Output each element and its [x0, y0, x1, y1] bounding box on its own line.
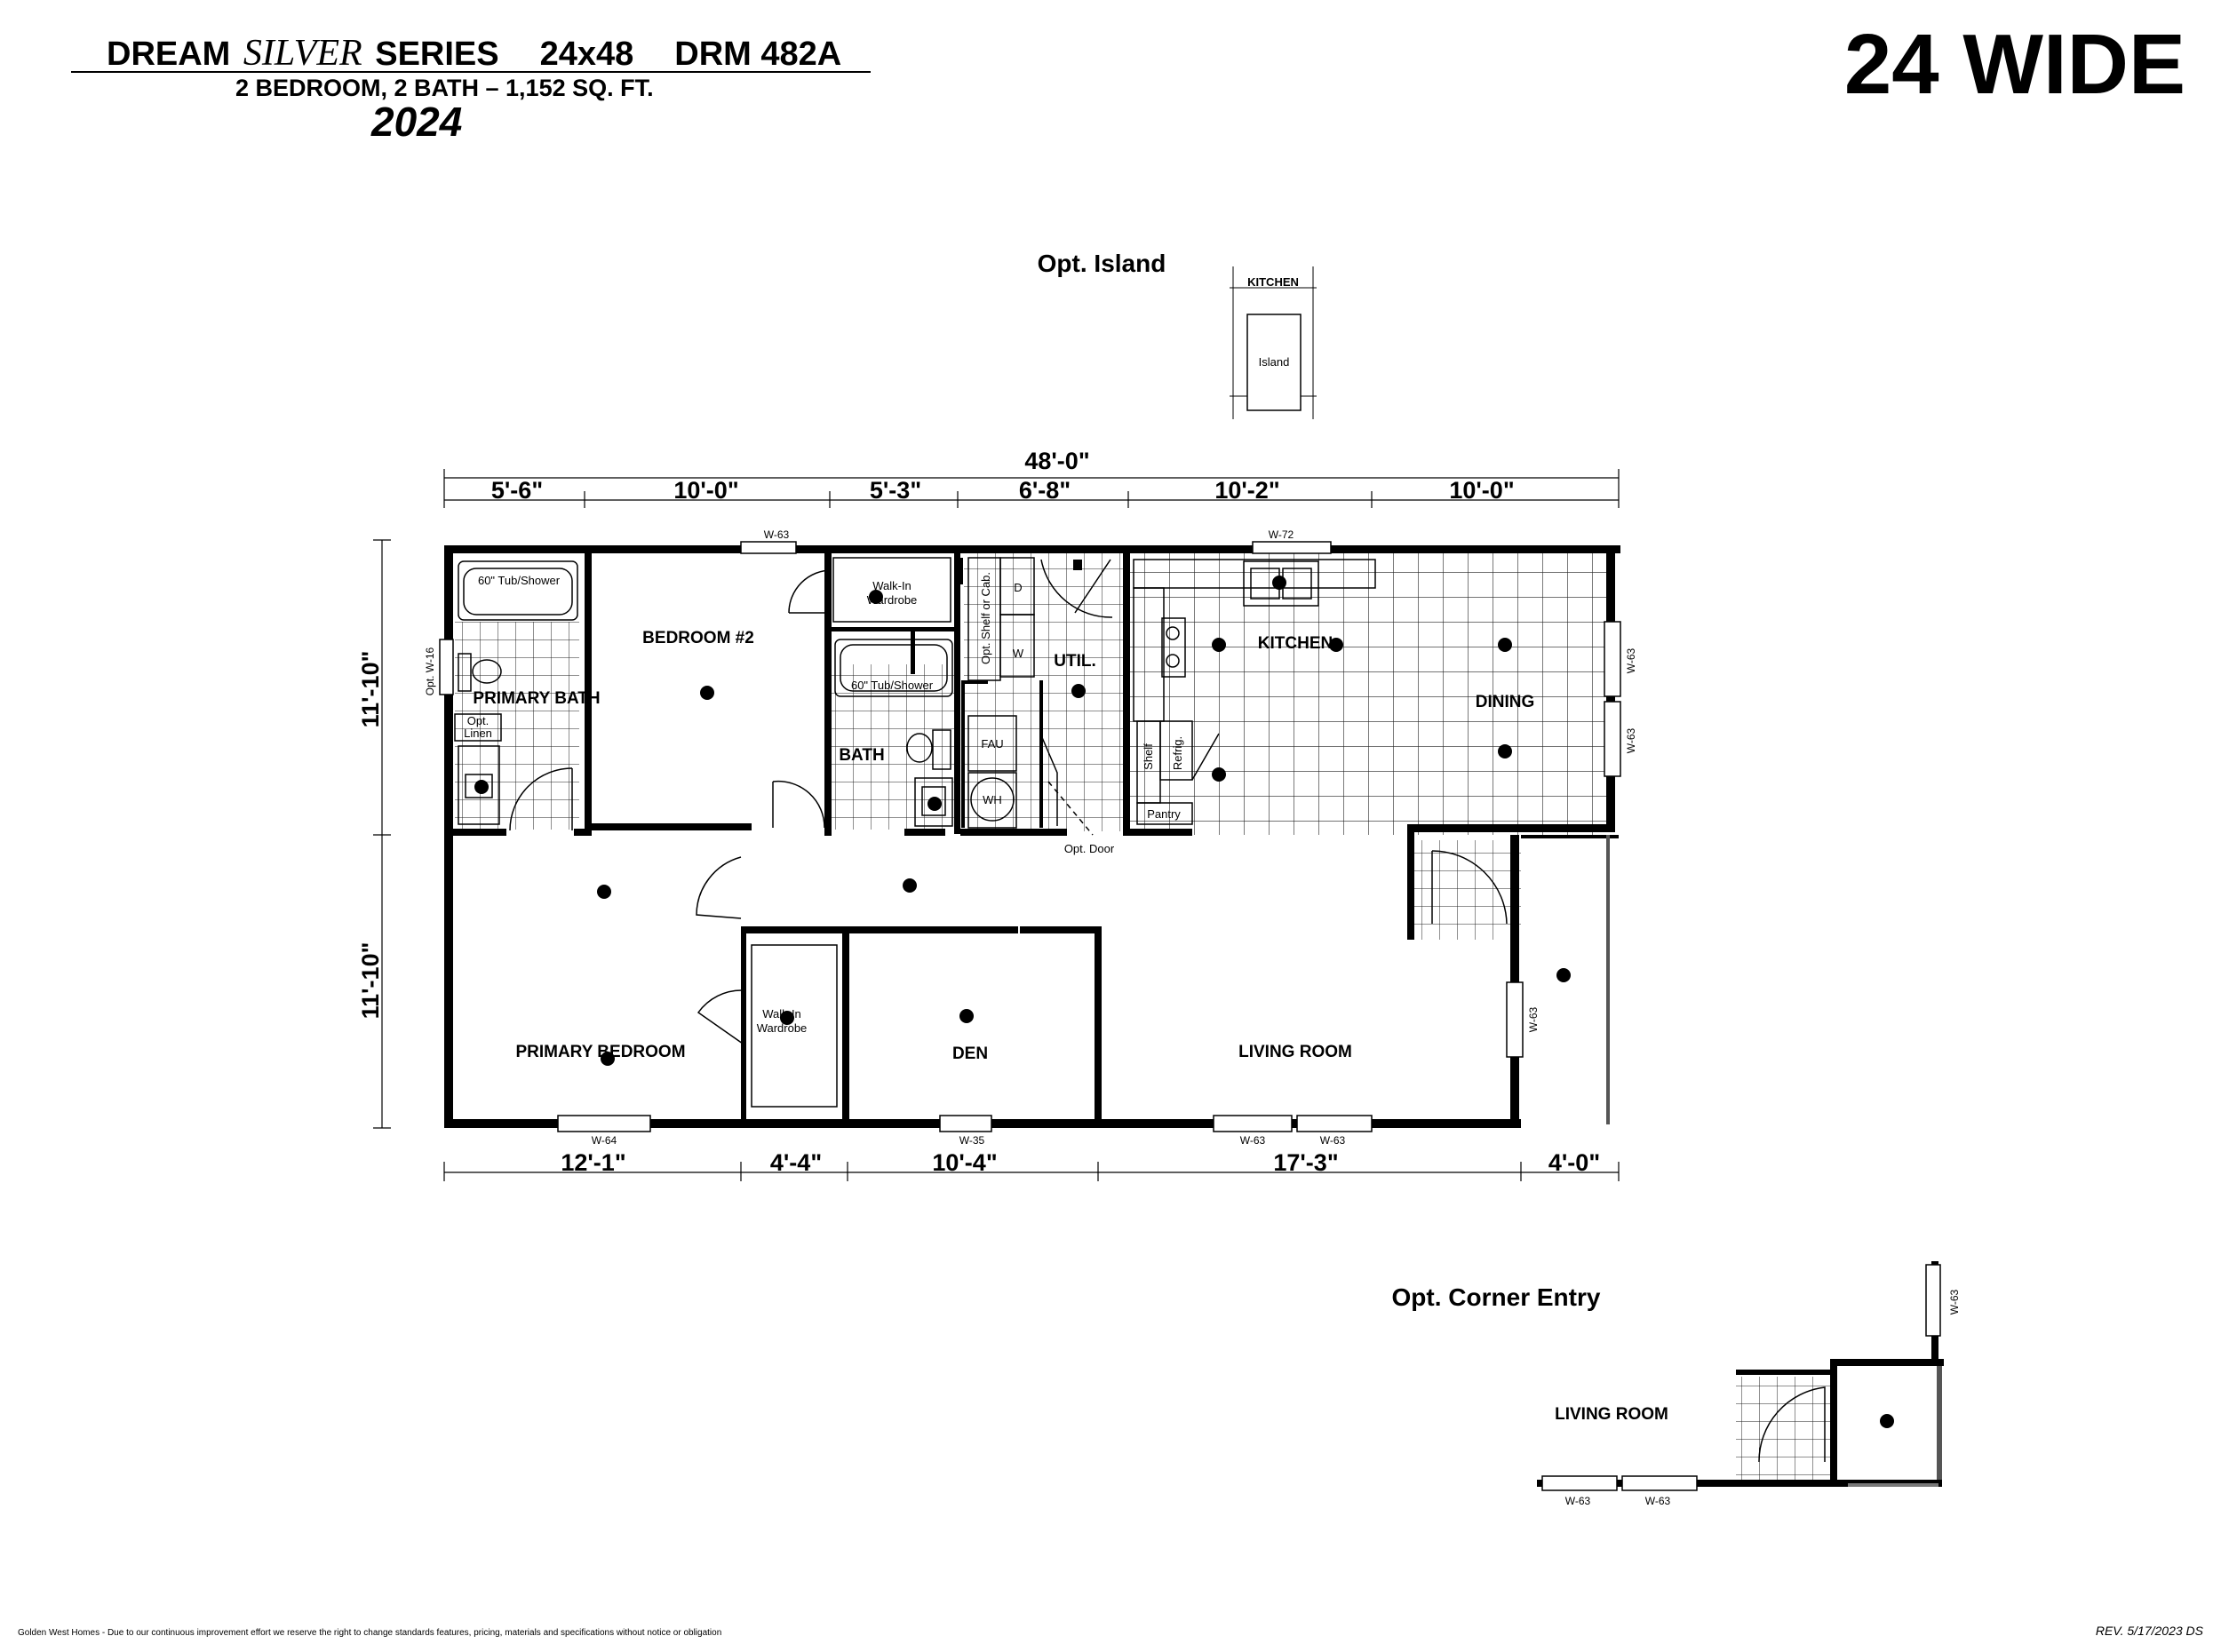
tile-floors [455, 551, 1608, 940]
window-label-w72: W-72 [1269, 528, 1294, 541]
window-label-w64: W-64 [592, 1134, 617, 1147]
window-label-w63-top: W-63 [764, 528, 790, 541]
opt-corner-entry-inset: Opt. Corner Entry LIVING ROOM W-63 W-63 … [1392, 1261, 1961, 1507]
pantry-label: Pantry [1147, 807, 1181, 821]
walk-in-bottom-label-1: Walk-In [762, 1007, 801, 1021]
window-label-w63-dining-2: W-63 [1625, 727, 1637, 753]
window-labels: W-63 W-72 W-63 W-63 W-63 W-64 W-35 W-63 … [424, 528, 1637, 1147]
window-label-opt-w16: Opt. W-16 [424, 647, 436, 695]
bottom-dim-4: 17'-3" [1273, 1149, 1338, 1176]
model-number: DRM 482A [674, 36, 842, 73]
refrigerator [1159, 720, 1193, 781]
island-kitchen-label: KITCHEN [1247, 275, 1299, 289]
linen-closet [454, 713, 502, 742]
opt-linen-label-1: Opt. [467, 714, 490, 727]
room-labels: BEDROOM #2 PRIMARY BATH BATH UTIL. KITCH… [473, 629, 1534, 1063]
model-size: 24x48 [539, 36, 634, 73]
dining-label: DINING [1476, 693, 1535, 711]
windows [439, 541, 1621, 1132]
refrig-label: Refrig. [1171, 736, 1184, 770]
dryer-label: D [1014, 581, 1022, 594]
plan-subtitle: 2 BEDROOM, 2 BATH – 1,152 SQ. FT. [235, 75, 654, 101]
bottom-dim-3: 10'-4" [932, 1149, 997, 1176]
corner-window-label-1: W-63 [1565, 1495, 1591, 1507]
top-dim-6: 10'-0" [1449, 477, 1514, 504]
corner-entry-living-label: LIVING ROOM [1555, 1405, 1668, 1424]
util-label: UTIL. [1054, 652, 1096, 671]
header-rule [71, 71, 871, 73]
bottom-dim-1: 12'-1" [561, 1149, 625, 1176]
primary-toilet-icon [472, 659, 502, 684]
opt-shelf-label: Opt. Shelf or Cab. [979, 572, 992, 664]
window-label-w63-dining-1: W-63 [1625, 647, 1637, 673]
opt-island-inset: Opt. Island KITCHEN Island [1038, 250, 1317, 419]
light-fixtures [474, 576, 1571, 1066]
top-dim-1: 5'-6" [491, 477, 543, 504]
hall-tub-icon [834, 639, 953, 697]
walk-in-bottom-label-2: Wardrobe [757, 1021, 808, 1035]
wh-label: WH [983, 793, 1002, 806]
interior-walls [453, 553, 1192, 1122]
corner-entry-tile [1736, 1377, 1837, 1487]
primary-tub-icon [458, 560, 578, 621]
walk-in-top-label-1: Walk-In [872, 579, 911, 592]
fau-unit [967, 715, 1017, 772]
kitchen-label: KITCHEN [1258, 634, 1333, 653]
hall-tub-label: 60" Tub/Shower [851, 679, 934, 692]
left-dim-1: 11'-10" [357, 651, 384, 728]
footer-revision: REV. 5/17/2023 DS [2095, 1624, 2203, 1638]
bottom-dim-5: 4'-0" [1548, 1149, 1600, 1176]
primary-tub-label: 60" Tub/Shower [478, 574, 561, 587]
fixture-labels: 60" Tub/Shower 60" Tub/Shower Walk-In Wa… [464, 572, 1184, 1035]
kitchen-counter [1133, 559, 1376, 589]
bath-label: BATH [839, 746, 884, 765]
hall-sink-icon [914, 777, 953, 827]
series-suffix: SERIES [375, 36, 499, 73]
top-dim-4: 6'-8" [1019, 477, 1071, 504]
den-label: DEN [952, 1044, 988, 1063]
window-label-w35: W-35 [959, 1134, 985, 1147]
primary-bedroom-label: PRIMARY BEDROOM [515, 1043, 685, 1061]
series-italic: SILVER [243, 33, 362, 74]
top-dim-3: 5'-3" [870, 477, 921, 504]
series-title: DREAM SILVER SERIES 24x48 DRM 482A [107, 32, 841, 75]
primary-vanity [458, 745, 500, 825]
opt-corner-entry-title: Opt. Corner Entry [1392, 1283, 1601, 1311]
island-shape [1246, 314, 1302, 411]
top-dim-5: 10'-2" [1214, 477, 1279, 504]
fau-label: FAU [981, 737, 1003, 751]
bottom-dim-2: 4'-4" [770, 1149, 822, 1176]
top-dim-2: 10'-0" [673, 477, 738, 504]
living-room-label: LIVING ROOM [1238, 1043, 1352, 1061]
hall-toilet-icon [906, 733, 933, 763]
window-label-w63-living-1: W-63 [1240, 1134, 1266, 1147]
window-label-w63-entry: W-63 [1527, 1006, 1540, 1032]
primary-bath-door-swing [509, 767, 573, 831]
window-label-w63-living-2: W-63 [1320, 1134, 1346, 1147]
overall-width-dim: 48'-0" [1024, 448, 1089, 474]
dimension-labels: 48'-0" 5'-6" 10'-0" 5'-3" 6'-8" 10'-2" 1… [357, 448, 1600, 1176]
opt-linen-label-2: Linen [464, 727, 492, 740]
water-heater-icon [970, 777, 1015, 822]
dimension-lines [373, 469, 1620, 1181]
width-badge: 24 WIDE [1843, 17, 2185, 112]
corner-window-label-3: W-63 [1948, 1289, 1961, 1314]
footer-disclaimer: Golden West Homes - Due to our continuou… [18, 1628, 722, 1638]
walk-in-top-label-2: Wardrobe [867, 593, 918, 607]
corner-window-label-2: W-63 [1645, 1495, 1671, 1507]
plan-year: 2024 [371, 99, 463, 145]
washer-label: W [1013, 647, 1024, 660]
series-prefix: DREAM [107, 36, 231, 73]
kitchen-sink-icon [1243, 560, 1319, 607]
island-label: Island [1259, 355, 1290, 369]
primary-bath-label: PRIMARY BATH [473, 689, 600, 708]
opt-island-title: Opt. Island [1038, 250, 1166, 277]
left-dim-2: 11'-10" [357, 942, 384, 1020]
opt-door-label: Opt. Door [1064, 842, 1115, 855]
shelf-label: Shelf [1142, 743, 1155, 770]
bedroom-2-label: BEDROOM #2 [642, 629, 754, 647]
